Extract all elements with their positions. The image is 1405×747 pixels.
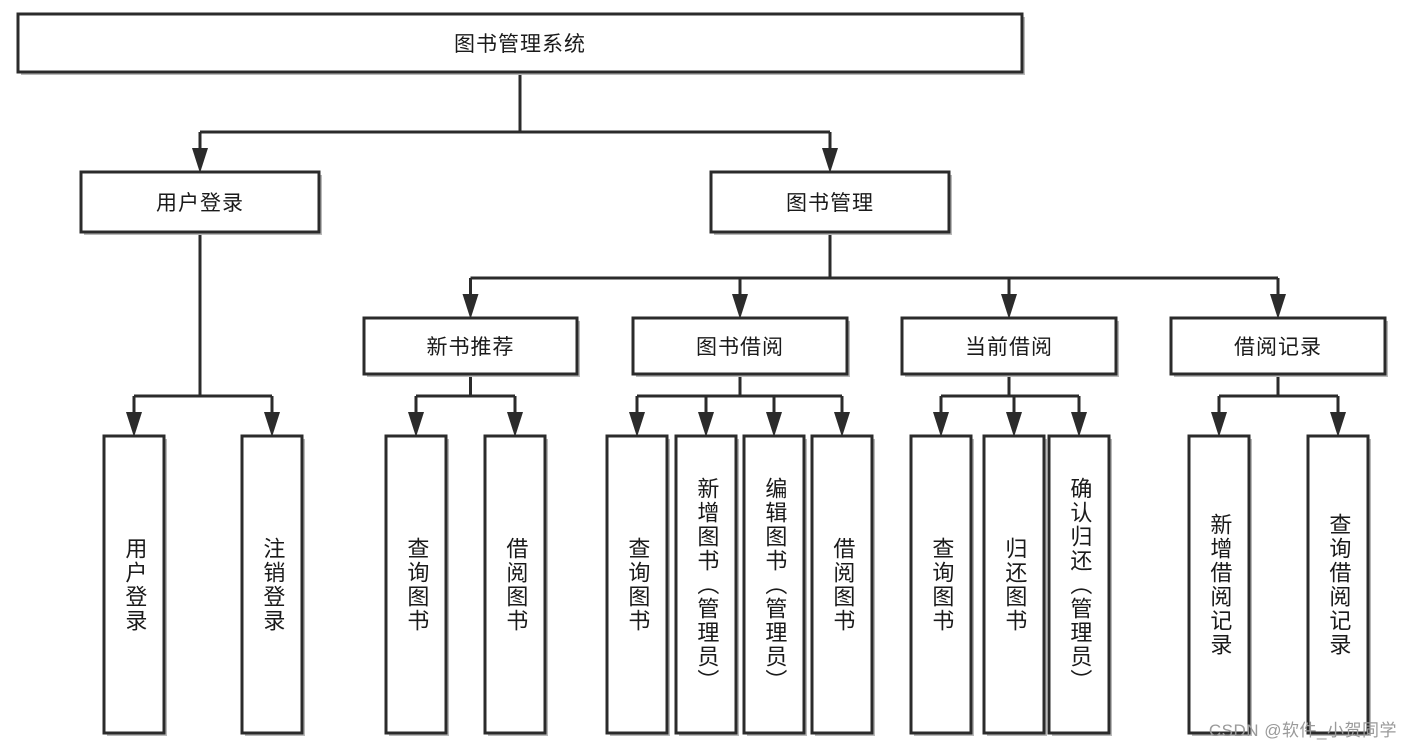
node-box-leaf-borrow-book-2[interactable] [810,434,874,735]
node-box-leaf-add-record[interactable] [1187,434,1251,735]
node-box-book-borrow[interactable] [631,316,849,376]
node-box-leaf-query-book-2[interactable] [605,434,669,735]
arrow-head-book-manage [822,148,838,173]
arrow-head-leaf-return-book [1006,412,1022,437]
arrow-head-leaf-edit-book [766,412,782,437]
node-box-leaf-return-book[interactable] [982,434,1046,735]
arrow-head-leaf-confirm-return [1071,412,1087,437]
node-box-root[interactable] [16,12,1024,74]
node-box-book-manage[interactable] [709,170,951,234]
node-box-borrow-record[interactable] [1169,316,1387,376]
node-box-leaf-query-book-3[interactable] [909,434,973,735]
node-box-leaf-logout[interactable] [240,434,304,735]
node-box-leaf-query-record[interactable] [1306,434,1370,735]
node-layer [16,12,1388,736]
arrow-head-leaf-query-book-2 [629,412,645,437]
node-box-user-login[interactable] [79,170,321,234]
node-box-current-borrow[interactable] [900,316,1118,376]
node-box-leaf-add-book[interactable] [674,434,738,735]
arrow-head-current-borrow [1001,294,1017,319]
arrow-head-leaf-user-login [126,412,142,437]
arrow-head-leaf-borrow-book-2 [834,412,850,437]
node-box-leaf-user-login[interactable] [102,434,166,735]
node-box-new-book-rec[interactable] [362,316,579,376]
arrow-head-user-login [192,148,208,173]
arrow-head-leaf-query-book-1 [408,412,424,437]
arrow-head-new-book-rec [462,294,479,319]
node-box-leaf-edit-book[interactable] [742,434,806,735]
arrow-head-leaf-borrow-book-1 [507,412,523,437]
arrow-head-book-borrow [732,294,748,319]
node-box-leaf-query-book-1[interactable] [384,434,448,735]
arrow-head-leaf-query-book-3 [933,412,949,437]
arrow-head-leaf-logout [264,412,280,437]
arrow-head-leaf-add-book [698,412,714,437]
watermark-text: CSDN @软件_小贺同学 [1208,721,1397,740]
arrow-head-leaf-query-record [1330,412,1346,437]
arrow-head-borrow-record [1270,294,1286,319]
arrow-head-leaf-add-record [1211,412,1227,437]
node-box-leaf-borrow-book-1[interactable] [483,434,547,735]
edge-layer [126,72,1346,437]
node-box-leaf-confirm-return[interactable] [1047,434,1111,735]
